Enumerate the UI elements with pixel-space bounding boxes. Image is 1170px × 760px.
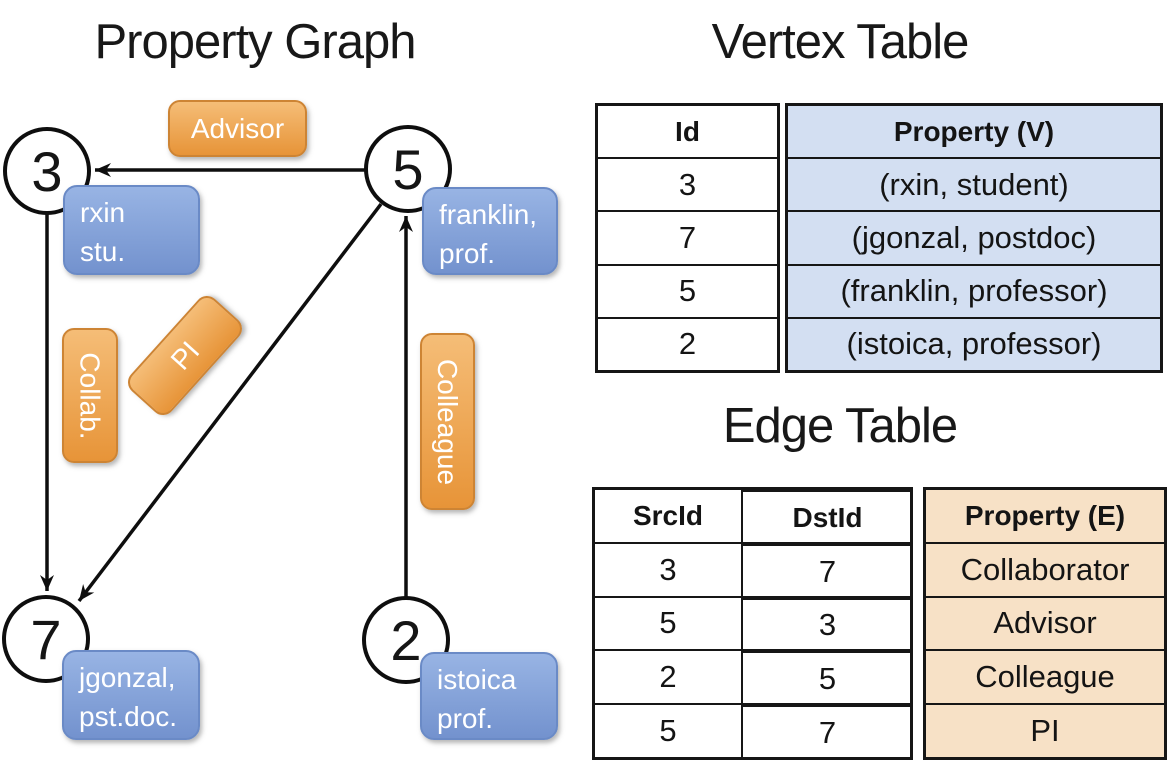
vertex-table-title: Vertex Table: [711, 15, 970, 69]
vertex-table-property-column: Property (V) (rxin, student) (jgonzal, p…: [785, 103, 1163, 373]
edge-table-cell-dstid: 7: [741, 543, 912, 598]
vertex-table-cell-id: 5: [598, 263, 777, 317]
vertex-property-line: jgonzal,: [79, 662, 176, 693]
property-graph-title: Property Graph: [94, 15, 417, 69]
vertex-property-line: prof.: [437, 702, 494, 734]
edge-table-row: 5 3: [595, 595, 912, 652]
vertex-table-cell-id: 2: [598, 316, 777, 370]
edge-table-cell-property: Colleague: [926, 649, 1164, 703]
edge-table-header-srcid: SrcId: [632, 499, 704, 531]
edge-table-cell-srcid: 5: [659, 713, 677, 749]
edge-table-header-row: SrcId DstId: [595, 490, 912, 544]
edge-table-cell-dstid: 3: [741, 597, 912, 652]
edge-table-property-column: Property (E) Collaborator Advisor Collea…: [923, 487, 1167, 760]
edge-label-pi: PI: [123, 291, 247, 420]
vertex-property-label-istoica: istoica prof.: [420, 652, 558, 740]
edge-label-advisor: Advisor: [168, 100, 307, 157]
edge-table-cell-dstid: 7: [741, 705, 912, 759]
edge-table-header-dstid: DstId: [741, 490, 912, 544]
edge-table-row: 5 7: [595, 703, 912, 759]
edge-table-cell-srcid: 5: [659, 605, 677, 641]
vertex-table-cell-property: (franklin, professor): [788, 263, 1160, 317]
edge-table-cell-property: PI: [926, 703, 1164, 757]
vertex-property-line: pst.doc.: [79, 700, 178, 732]
vertex-table-cell-property: (rxin, student): [788, 157, 1160, 210]
vertex-property-line: istoica: [437, 664, 517, 695]
vertex-table-id-column: Id 3 7 5 2: [595, 103, 780, 373]
graph-node-3: 3: [3, 127, 91, 215]
edge-table-row: 3 7: [595, 541, 912, 598]
edge-table-cell-property: Collaborator: [926, 541, 1164, 596]
edge-table-title: Edge Table: [722, 399, 958, 453]
edge-table-id-columns: SrcId DstId 3 7 5 3 2 5 5 7: [592, 487, 913, 760]
edge-table-header-property: Property (E): [964, 499, 1126, 531]
vertex-table-cell-id: 3: [598, 157, 777, 210]
edge-table-cell-srcid: 2: [659, 659, 677, 695]
graph-node-5: 5: [364, 125, 452, 213]
vertex-property-label-franklin: franklin, prof.: [422, 187, 558, 275]
edge-table-cell-srcid: 3: [659, 551, 677, 587]
vertex-property-label-jgonzal: jgonzal, pst.doc.: [62, 650, 200, 740]
edge-label-colleague: Colleague: [420, 333, 475, 510]
edge-label-text: Advisor: [190, 112, 285, 144]
edge-label-text: Colleague: [432, 358, 464, 485]
vertex-table-cell-property: (jgonzal, postdoc): [788, 210, 1160, 263]
vertex-table-header-id: Id: [675, 115, 700, 147]
vertex-property-line: stu.: [80, 235, 126, 267]
edge-label-collab: Collab.: [62, 328, 118, 463]
edge-table-cell-property: Advisor: [926, 595, 1164, 650]
edge-table-row: 2 5: [595, 649, 912, 706]
vertex-property-line: prof.: [439, 237, 496, 269]
vertex-table-cell-property: (istoica, professor): [788, 316, 1160, 370]
vertex-property-label-rxin: rxin stu.: [63, 185, 200, 275]
edge-label-text: PI: [164, 334, 206, 376]
edge-table-cell-dstid: 5: [741, 651, 912, 706]
vertex-table-header-property: Property (V): [893, 115, 1055, 147]
vertex-table-cell-id: 7: [598, 210, 777, 263]
edge-label-text: Collab.: [75, 351, 107, 440]
vertex-property-line: franklin,: [439, 199, 538, 230]
vertex-property-line: rxin: [80, 197, 126, 228]
